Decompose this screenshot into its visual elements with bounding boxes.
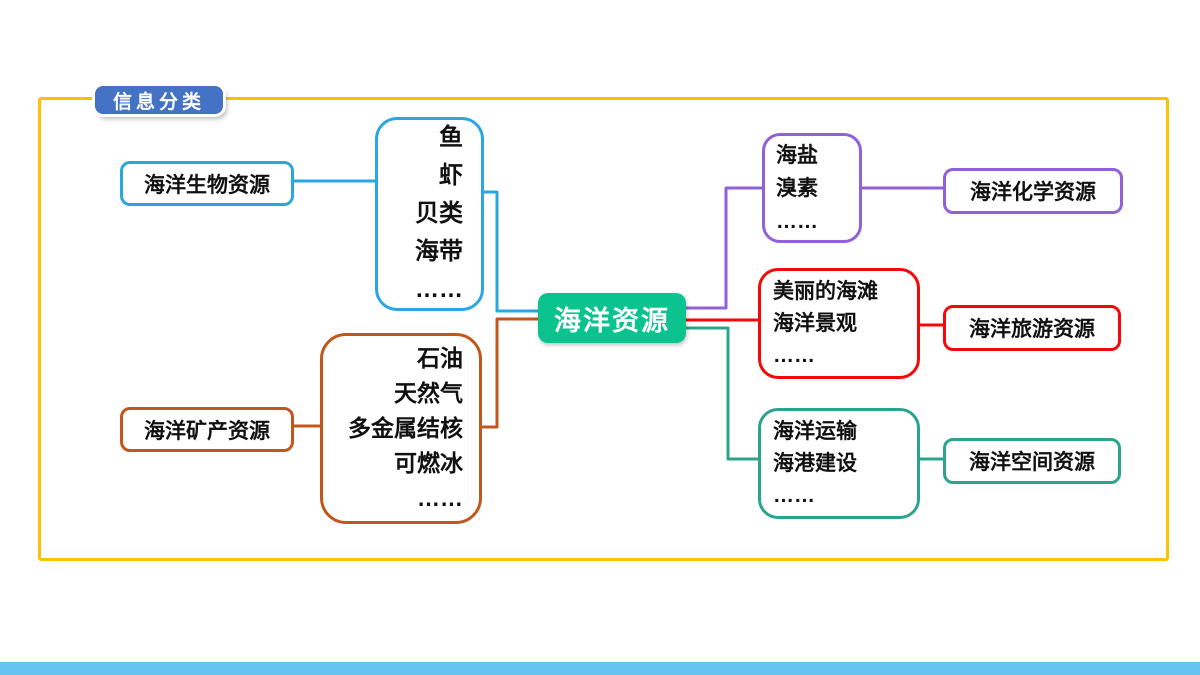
category-badge: 信息分类 <box>95 86 223 114</box>
item-line: 海带 <box>415 238 463 265</box>
item-line: …… <box>415 276 463 303</box>
item-line: 天然气 <box>394 380 463 406</box>
bio-resources-examples: 鱼 虾 贝类 海带 …… <box>375 117 484 311</box>
tourism-resources-examples: 美丽的海滩 海洋景观 …… <box>758 268 920 379</box>
item-line: 可燃冰 <box>394 450 463 476</box>
item-line: 多金属结核 <box>348 415 463 441</box>
item-line: 溴素 <box>776 176 818 200</box>
item-line: 海洋运输 <box>773 419 857 443</box>
item-line: 海洋景观 <box>773 311 857 335</box>
tourism-resources-label: 海洋旅游资源 <box>943 305 1121 351</box>
item-line: 海盐 <box>776 143 818 167</box>
connector-center-to-space-items <box>680 326 765 461</box>
bio-resources-label: 海洋生物资源 <box>120 161 294 206</box>
central-topic-node: 海洋资源 <box>538 293 686 343</box>
item-line: 美丽的海滩 <box>773 279 878 303</box>
item-line: …… <box>773 483 815 507</box>
footer-accent-bar <box>0 662 1200 675</box>
item-line: 鱼 <box>439 124 463 151</box>
chemical-resources-label: 海洋化学资源 <box>943 168 1123 214</box>
space-resources-label: 海洋空间资源 <box>943 438 1121 484</box>
frame-border <box>38 97 1169 561</box>
item-line: 虾 <box>439 162 463 189</box>
item-line: 海港建设 <box>773 451 857 475</box>
item-line: 贝类 <box>415 200 463 227</box>
mineral-resources-label: 海洋矿产资源 <box>120 407 294 452</box>
item-line: 石油 <box>417 345 463 371</box>
chemical-resources-examples: 海盐 溴素 …… <box>762 133 862 243</box>
item-line: …… <box>417 485 463 511</box>
mineral-resources-examples: 石油 天然气 多金属结核 可燃冰 …… <box>320 333 482 524</box>
space-resources-examples: 海洋运输 海港建设 …… <box>758 408 920 519</box>
item-line: …… <box>773 343 815 367</box>
item-line: …… <box>776 209 818 233</box>
connector-center-to-chem-items <box>680 186 765 310</box>
